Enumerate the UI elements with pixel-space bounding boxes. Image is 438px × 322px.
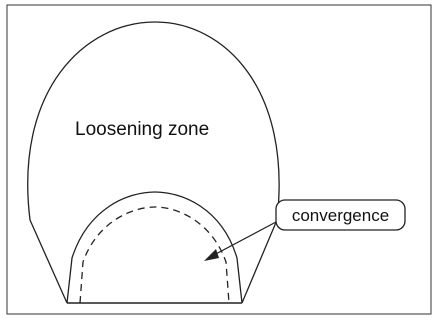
- callout-arrow-line: [211, 221, 277, 257]
- convergence-label: convergence: [292, 206, 389, 225]
- loosening-zone-label: Loosening zone: [75, 119, 209, 140]
- tunnel-lining: [66, 191, 243, 304]
- callout-arrowhead: [204, 249, 219, 261]
- loosening-zone-outline: [27, 21, 280, 304]
- figure-border: [6, 4, 432, 315]
- converged-lining-dashed: [79, 206, 230, 304]
- convergence-callout-box: [275, 199, 406, 231]
